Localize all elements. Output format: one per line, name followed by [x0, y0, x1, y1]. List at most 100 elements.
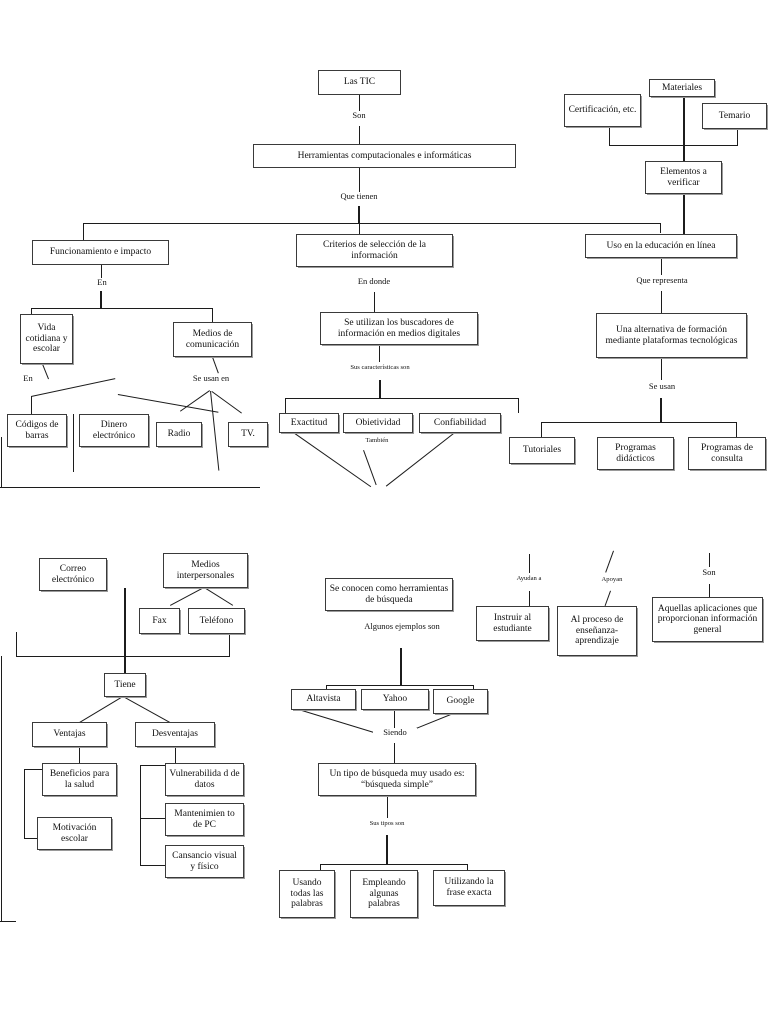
node-yahoo[interactable]: Yahoo: [361, 689, 429, 710]
connector-desventajas-down: [175, 747, 176, 763]
node-proceso-ensenanza[interactable]: Al proceso de enseñanza-aprendizaje: [557, 606, 637, 656]
node-usando-todas-palabras[interactable]: Usando todas las palabras: [279, 870, 335, 918]
connector-altavista-siendo: [301, 710, 380, 735]
node-fax[interactable]: Fax: [139, 608, 180, 634]
node-instruir-estudiante[interactable]: Instruir al estudiante: [476, 606, 549, 641]
node-programas-consulta[interactable]: Programas de consulta: [688, 437, 766, 470]
link-label-apoyan: Apoyan: [588, 576, 636, 584]
node-correo-electronico[interactable]: Correo electrónico: [39, 558, 107, 591]
connector-son2-top: [709, 553, 710, 567]
connector-busqueda-down: [387, 796, 388, 818]
link-label-que-representa: Que representa: [623, 275, 701, 286]
bus-drop-exactitud: [285, 398, 286, 413]
bus-drop-todas-palabras: [320, 864, 321, 872]
node-alternativa-formacion[interactable]: Una alternativa de formación mediante pl…: [596, 313, 747, 358]
node-uso-educacion[interactable]: Uso en la educación en línea: [585, 234, 737, 258]
node-buscadores[interactable]: Se utilizan los buscadores de informació…: [320, 312, 478, 345]
node-elementos-verificar[interactable]: Elementos a verificar: [645, 161, 722, 194]
node-tutoriales[interactable]: Tutoriales: [509, 437, 575, 464]
node-beneficios-salud[interactable]: Beneficios para la salud: [42, 763, 117, 796]
node-vulnerabilidad-datos[interactable]: Vulnerabilida d de datos: [165, 763, 244, 796]
node-ventajas[interactable]: Ventajas: [32, 722, 107, 747]
connector-elementos-uso: [683, 194, 685, 234]
bracket-desventajas-bottom: [140, 865, 165, 866]
node-mantenimiento-pc[interactable]: Mantenimien to de PC: [165, 803, 244, 836]
connector-uso-down: [661, 258, 662, 275]
node-exactitud[interactable]: Exactitud: [279, 413, 339, 433]
node-desventajas[interactable]: Desventajas: [135, 722, 215, 747]
connector-left-riser: [16, 632, 17, 656]
node-tiene[interactable]: Tiene: [104, 673, 146, 697]
connector-medios-fax: [169, 587, 204, 606]
connector-que-tienen-bus: [358, 206, 360, 223]
connector-dinero-stub: [73, 414, 74, 472]
bracket-ventajas-bottom: [24, 838, 38, 839]
node-herramientas-busqueda[interactable]: Se conocen como herramientas de búsqueda: [325, 578, 453, 611]
link-label-son-2: Son: [691, 567, 727, 578]
connector-buscadores-down: [379, 345, 380, 362]
node-altavista[interactable]: Altavista: [291, 689, 356, 710]
link-label-son-1: Son: [338, 110, 380, 121]
bus-drop-funcionamiento: [83, 223, 84, 240]
bracket-ventajas-spine: [24, 769, 25, 838]
link-label-en-2: En: [13, 373, 43, 384]
link-label-siendo: Siendo: [373, 727, 417, 738]
node-vida-cotidiana[interactable]: Vida cotidiana y escolar: [20, 314, 73, 364]
page-edge-left-lower: [1, 656, 2, 921]
connector-yahoo-siendo: [394, 710, 395, 730]
connector-caract-bus: [379, 380, 381, 398]
bus-horizontal-funcionamiento: [31, 308, 213, 309]
connector-herramientas-down: [359, 168, 360, 192]
bus-drop-tutoriales: [541, 422, 542, 437]
link-label-sus-tipos: Sus tipos son: [352, 820, 422, 828]
node-cansancio-visual[interactable]: Cansancio visual y físico: [165, 845, 244, 878]
node-funcionamiento[interactable]: Funcionamiento e impacto: [32, 240, 169, 265]
link-label-en-donde: En donde: [343, 276, 405, 287]
bus-drop-confiabilidad: [518, 398, 519, 413]
node-medios-interpersonales[interactable]: Medios interpersonales: [163, 553, 248, 588]
bus-horizontal-plataformas: [541, 422, 737, 423]
node-utilizando-frase-exacta[interactable]: Utilizando la frase exacta: [433, 870, 505, 906]
node-materiales[interactable]: Materiales: [649, 79, 715, 97]
node-medios-comunicacion[interactable]: Medios de comunicación: [173, 322, 252, 357]
connector-tic-son: [359, 95, 360, 112]
node-las-tic[interactable]: Las TIC: [318, 70, 401, 95]
bus-horizontal-tiene: [16, 656, 230, 657]
node-motivacion-escolar[interactable]: Motivación escolar: [37, 817, 112, 850]
node-obietividad[interactable]: Obietividad: [343, 413, 413, 433]
node-empleando-algunas-palabras[interactable]: Empleando algunas palabras: [350, 870, 418, 918]
connector-funcionamiento-en: [101, 265, 102, 279]
bus-horizontal-materiales: [609, 145, 738, 146]
connector-ayudan-instruir: [529, 591, 530, 606]
node-temario[interactable]: Temario: [702, 103, 767, 129]
page-edge-bottom-upper: [0, 487, 260, 488]
bus-drop-vida: [31, 308, 32, 316]
node-codigos-barras[interactable]: Códigos de barras: [7, 414, 67, 447]
node-tv[interactable]: TV.: [228, 422, 268, 447]
bus-drop-medios-com: [212, 308, 213, 322]
bus-drop-criterios: [359, 223, 360, 234]
connector-en2-dinero: [117, 394, 219, 413]
node-aquellas-aplicaciones[interactable]: Aquellas aplicaciones que proporcionan i…: [652, 597, 763, 642]
bus-drop-prog-consulta: [736, 422, 737, 437]
bracket-desventajas-mid: [140, 818, 165, 819]
node-certificacion[interactable]: Certificación, etc.: [564, 94, 641, 127]
node-radio[interactable]: Radio: [156, 422, 202, 447]
connector-seusan-bus: [660, 398, 662, 422]
bus-horizontal-caracteristicas: [285, 398, 519, 399]
connector-telefono-drop: [229, 634, 230, 656]
node-confiabilidad[interactable]: Confiabilidad: [419, 413, 501, 433]
node-busqueda-simple[interactable]: Un tipo de búsqueda muy usado es: “búsqu…: [318, 763, 476, 796]
connector-ayudan-top: [529, 554, 530, 573]
node-telefono[interactable]: Teléfono: [188, 608, 245, 634]
node-criterios-seleccion[interactable]: Criterios de selección de la información: [296, 234, 453, 267]
link-label-que-tienen: Que tienen: [328, 191, 390, 202]
connector-ventajas-down: [79, 747, 80, 763]
bracket-ventajas-top: [24, 769, 43, 770]
node-herramientas[interactable]: Herramientas computacionales e informáti…: [253, 144, 516, 168]
link-label-se-usan: Se usan: [634, 381, 690, 392]
node-dinero-electronico[interactable]: Dinero electrónico: [79, 414, 149, 447]
connector-apoyan-top: [605, 550, 614, 573]
node-programas-didacticos[interactable]: Programas didácticos: [597, 437, 674, 470]
node-google[interactable]: Google: [433, 689, 488, 714]
